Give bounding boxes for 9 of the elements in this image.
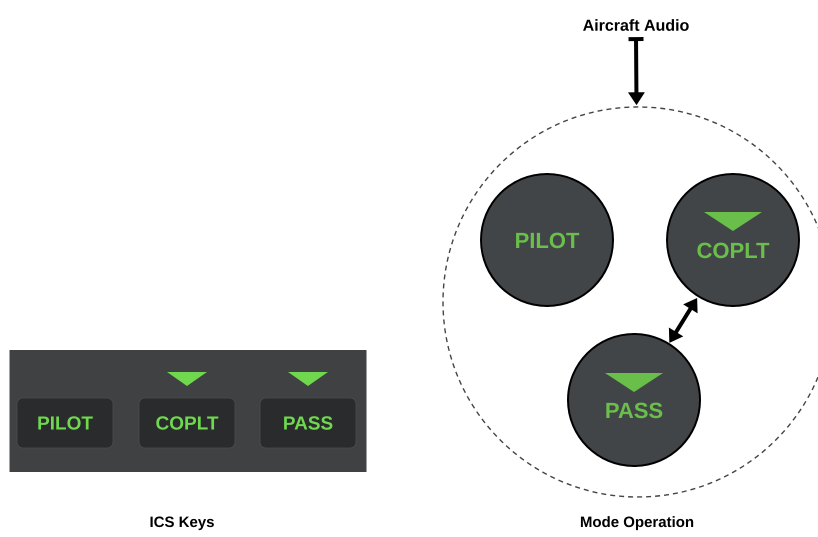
caption: ICS Keys xyxy=(150,516,214,530)
mode-button: COPLT xyxy=(666,172,800,307)
key-button: COPLT xyxy=(138,398,236,448)
caption: Mode Operation xyxy=(580,516,694,530)
mode-button: PILOT xyxy=(480,172,614,307)
key-button: PILOT xyxy=(16,398,114,448)
key-button: PASS xyxy=(260,398,356,448)
source-label: Aircraft Audio xyxy=(583,19,689,31)
mode-button: PASS xyxy=(567,332,701,467)
